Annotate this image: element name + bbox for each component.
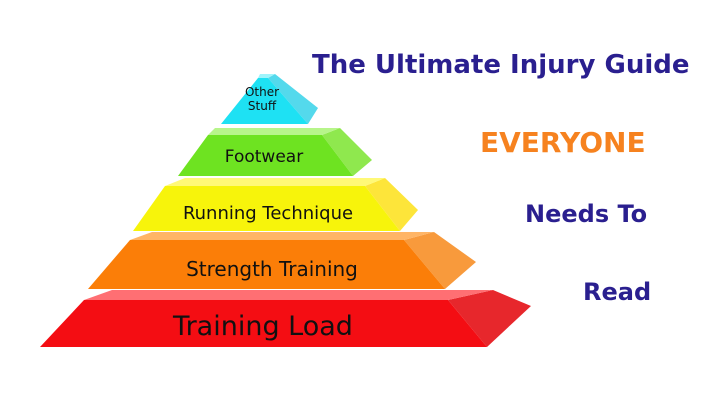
tier-side-other-stuff — [268, 74, 318, 124]
tier-label-strength-training: Strength Training — [186, 257, 358, 281]
tier-front-strength-training — [88, 240, 445, 289]
subtitle-line-read: Read — [583, 278, 652, 306]
tier-side-strength-training — [404, 232, 476, 289]
tier-top-training-load — [84, 290, 493, 300]
subtitle-line-needs-to: Needs To — [525, 200, 648, 228]
tier-side-training-load — [448, 290, 531, 347]
tier-top-strength-training — [130, 232, 434, 240]
tier-label-training-load: Training Load — [172, 311, 353, 342]
emphasis-text: EVERYONE — [480, 126, 646, 159]
tier-front-footwear — [178, 135, 353, 176]
tier-top-footwear — [208, 128, 340, 135]
tier-front-training-load — [40, 300, 487, 347]
tier-label-footwear: Footwear — [225, 147, 303, 167]
guide-title: The Ultimate Injury Guide — [312, 50, 690, 80]
tier-label-running-technique: Running Technique — [183, 203, 353, 224]
tier-side-footwear — [322, 128, 372, 176]
tier-top-running-technique — [165, 178, 385, 186]
tier-front-other-stuff — [221, 78, 308, 124]
tier-side-running-technique — [365, 178, 418, 231]
tier-top-other-stuff — [258, 74, 275, 78]
tier-front-running-technique — [133, 186, 400, 231]
